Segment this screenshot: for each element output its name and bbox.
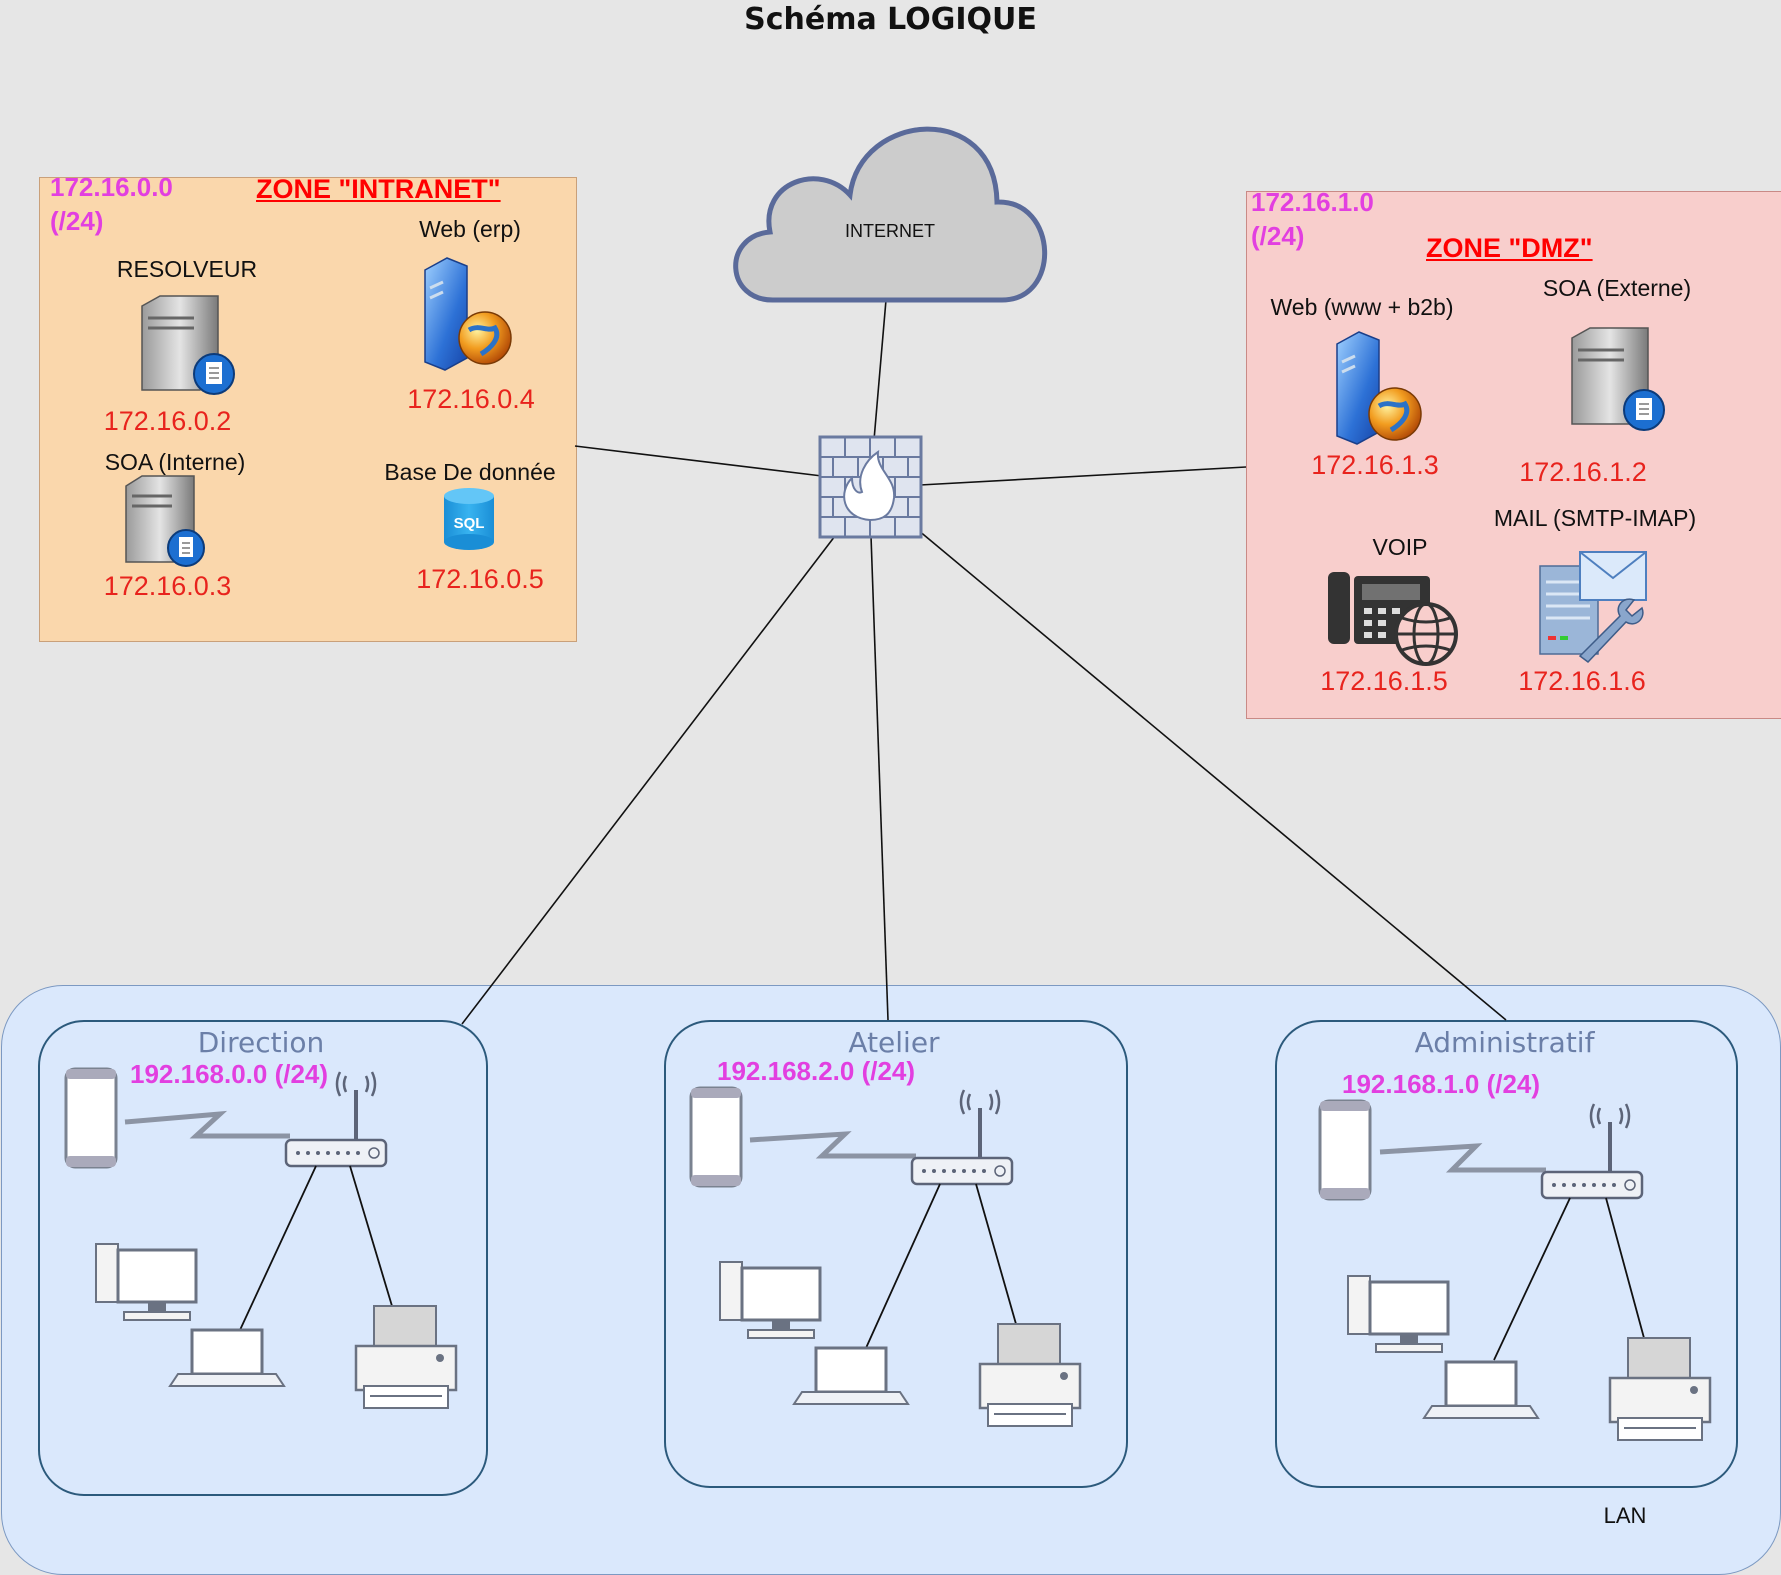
- intranet-title: ZONE "INTRANET": [256, 174, 501, 204]
- intranet-network: 172.16.0.0: [50, 172, 173, 202]
- link-dmz-firewall: [919, 466, 1247, 486]
- mail-label: MAIL (SMTP-IMAP): [1493, 505, 1697, 531]
- direction-desktop-icon: [95, 1243, 198, 1321]
- web-www-label: Web (www + b2b): [1270, 294, 1454, 320]
- atelier-router-icon: [910, 1089, 1014, 1186]
- direction-wireless-link: [124, 1110, 290, 1139]
- administratif-printer-icon: [1608, 1337, 1712, 1441]
- internet-cloud-icon: [733, 126, 1048, 303]
- atelier-printer-icon: [978, 1323, 1082, 1427]
- atelier-devices: [689, 1086, 1082, 1427]
- administratif-laptop-icon: [1422, 1360, 1540, 1419]
- zone-intranet: [39, 177, 577, 642]
- administratif-desktop-icon: [1347, 1275, 1450, 1353]
- mail-server-icon: [1539, 551, 1647, 664]
- diagram-title: Schéma LOGIQUE: [744, 2, 1037, 37]
- subnet-name-direction: Direction: [197, 1026, 325, 1059]
- administratif-wireless-link: [1379, 1143, 1546, 1173]
- dmz-title: ZONE "DMZ": [1426, 233, 1593, 263]
- subnet-network-administratif: 192.168.1.0 (/24): [1342, 1069, 1541, 1099]
- link-intranet-firewall: [574, 445, 823, 477]
- voip-phone-icon: [1328, 572, 1458, 666]
- resolveur-server-icon: [141, 295, 235, 395]
- link-internet-firewall: [873, 299, 887, 441]
- web-erp-ip: 172.16.0.4: [407, 384, 535, 414]
- soa-externe-ip: 172.16.1.2: [1519, 457, 1647, 487]
- connection-lines: [461, 299, 1507, 1025]
- link-firewall-atelier: [870, 535, 889, 1021]
- web-www-server-icon: [1336, 331, 1422, 445]
- soa-interne-server-icon: [125, 475, 205, 567]
- lan-label: LAN: [1603, 1503, 1647, 1528]
- sql-database-icon: SQL: [444, 488, 494, 550]
- web-www-ip: 172.16.1.3: [1311, 450, 1439, 480]
- atelier-wireless-link: [749, 1131, 916, 1159]
- voip-label: VOIP: [1372, 534, 1428, 560]
- soa-interne-label: SOA (Interne): [104, 449, 246, 475]
- web-erp-server-icon: [424, 257, 512, 371]
- direction-printer-icon: [354, 1305, 458, 1409]
- subnet-network-direction: 192.168.0.0 (/24): [130, 1059, 329, 1089]
- mail-ip: 172.16.1.6: [1518, 666, 1646, 696]
- atelier-laptop-icon: [792, 1346, 910, 1405]
- soa-externe-label: SOA (Externe): [1542, 275, 1692, 301]
- administratif-router-icon: [1540, 1103, 1644, 1200]
- atelier-desktop-icon: [719, 1261, 822, 1339]
- dmz-network: 172.16.1.0: [1251, 187, 1374, 217]
- sql-icon-text: SQL: [454, 515, 485, 532]
- direction-laptop-icon: [168, 1328, 286, 1387]
- direction-router-icon: [284, 1071, 388, 1168]
- voip-ip: 172.16.1.5: [1320, 666, 1448, 696]
- administratif-devices: [1318, 1099, 1712, 1441]
- resolveur-ip: 172.16.0.2: [103, 406, 232, 436]
- soa-externe-server-icon: [1571, 327, 1665, 431]
- database-label: Base De donnée: [384, 459, 556, 485]
- internet-label: INTERNET: [845, 221, 935, 241]
- dmz-mask: (/24): [1251, 221, 1305, 251]
- link-firewall-direction: [461, 535, 836, 1025]
- subnet-name-administratif: Administratif: [1414, 1026, 1595, 1059]
- direction-devices: [64, 1067, 458, 1409]
- subnet-network-atelier: 192.168.2.0 (/24): [717, 1056, 916, 1086]
- intranet-mask: (/24): [50, 206, 104, 236]
- link-firewall-administratif: [917, 529, 1507, 1021]
- resolveur-label: RESOLVEUR: [116, 256, 258, 282]
- web-erp-label: Web (erp): [419, 216, 521, 242]
- firewall-icon: [818, 435, 923, 539]
- direction-phone-icon: [64, 1067, 118, 1169]
- administratif-phone-icon: [1318, 1099, 1372, 1201]
- subnet-name-atelier: Atelier: [848, 1026, 940, 1059]
- soa-interne-ip: 172.16.0.3: [103, 571, 232, 601]
- database-ip: 172.16.0.5: [416, 564, 544, 594]
- atelier-phone-icon: [689, 1086, 743, 1188]
